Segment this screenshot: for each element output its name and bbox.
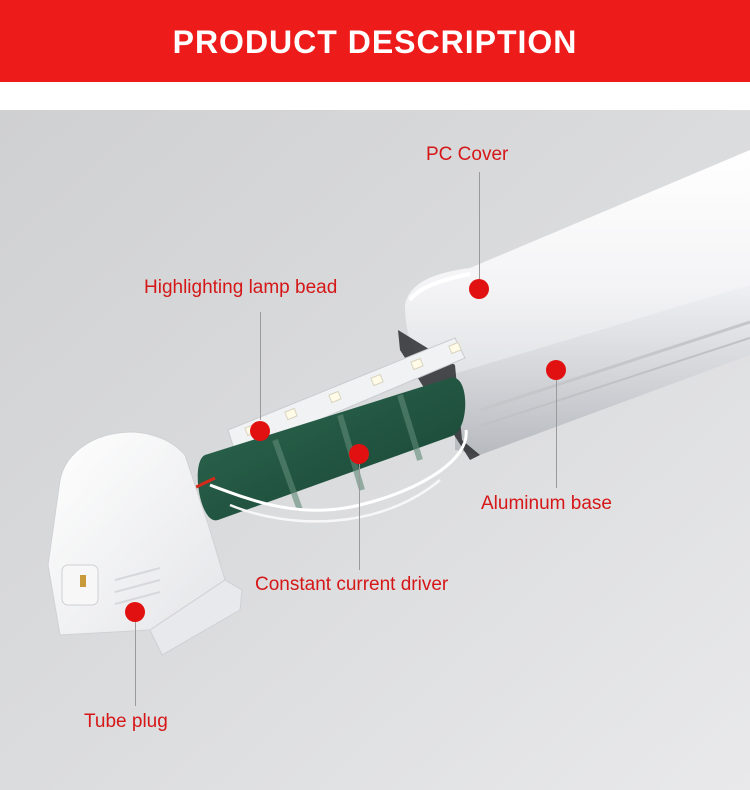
- callout-dot: [349, 444, 369, 464]
- callout-label-pc-cover: PC Cover: [426, 144, 509, 165]
- callout-leader: [556, 380, 557, 488]
- callout-dot: [125, 602, 145, 622]
- callout-label-tube-plug: Tube plug: [84, 711, 168, 732]
- callout-dot: [469, 279, 489, 299]
- callout-label-lamp-bead: Highlighting lamp bead: [144, 277, 338, 298]
- callout-dot: [546, 360, 566, 380]
- callout-dot: [250, 421, 270, 441]
- callout-leader: [479, 172, 480, 284]
- product-photo: [0, 110, 750, 790]
- callout-leader: [260, 312, 261, 420]
- page-title: PRODUCT DESCRIPTION: [172, 24, 578, 60]
- pc-cover: [405, 150, 750, 374]
- driver-board: [197, 377, 466, 521]
- callout-label-driver: Constant current driver: [255, 574, 449, 595]
- header-banner: PRODUCT DESCRIPTION: [0, 0, 750, 82]
- callout-leader: [135, 622, 136, 706]
- callout-leader: [359, 464, 360, 570]
- callout-label-aluminum-base: Aluminum base: [481, 493, 612, 514]
- wires: [209, 429, 468, 512]
